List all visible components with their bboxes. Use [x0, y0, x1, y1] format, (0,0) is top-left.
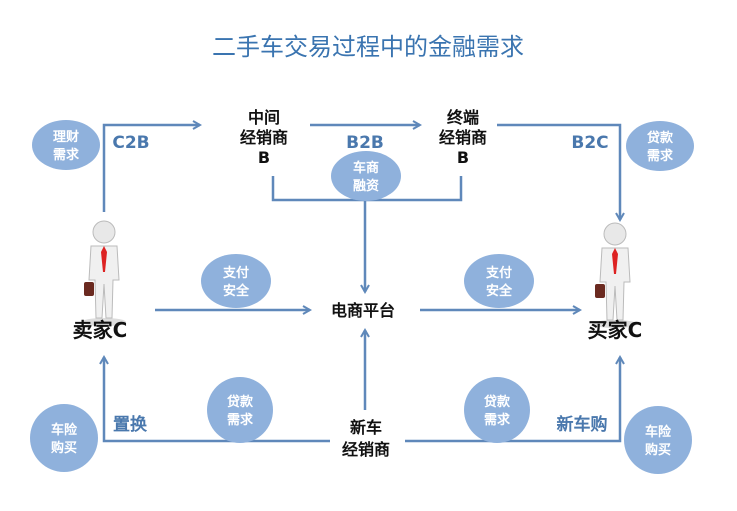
- svg-text:中间: 中间: [248, 108, 280, 127]
- svg-text:需求: 需求: [227, 412, 254, 428]
- svg-text:新车: 新车: [350, 418, 382, 437]
- b2c-arrow: [497, 123, 620, 220]
- pay-right-bubble: 支付 安全: [464, 254, 534, 308]
- svg-text:贷款: 贷款: [647, 130, 674, 146]
- new-buy-label: 新车购: [557, 414, 608, 435]
- new-dealer-node: 新车 经销商: [342, 418, 390, 459]
- wealth-bubble: 理财 需求: [32, 120, 100, 170]
- svg-text:需求: 需求: [53, 147, 80, 163]
- terminal-dealer-node: 终端 经销商 B: [439, 108, 487, 167]
- new-buy-arrow: [405, 357, 620, 443]
- svg-text:购买: 购买: [51, 440, 77, 456]
- swap-label: 置换: [113, 414, 148, 435]
- svg-text:理财: 理财: [53, 129, 79, 145]
- c2b-arrow: [102, 125, 200, 212]
- seller-node: 卖家C: [73, 318, 128, 342]
- svg-text:车险: 车险: [51, 422, 78, 438]
- buyer-person-icon: [592, 222, 638, 329]
- svg-text:支付: 支付: [485, 265, 512, 281]
- seller-person-icon: [81, 220, 127, 327]
- svg-text:终端: 终端: [447, 108, 479, 127]
- b2c-label: B2C: [571, 133, 608, 153]
- svg-text:车商: 车商: [353, 160, 379, 176]
- svg-text:安全: 安全: [486, 283, 513, 299]
- diagram-title: 二手车交易过程中的金融需求: [212, 33, 524, 61]
- svg-text:贷款: 贷款: [484, 394, 511, 410]
- loan-left-bubble: 贷款 需求: [207, 377, 273, 443]
- buyer-node: 买家C: [588, 318, 643, 342]
- loan-right-bubble: 贷款 需求: [464, 377, 530, 443]
- insurance-left-bubble: 车险 购买: [30, 404, 98, 472]
- svg-text:需求: 需求: [647, 148, 674, 164]
- svg-text:经销商: 经销商: [439, 128, 487, 147]
- swap-arrow: [104, 357, 330, 443]
- dealer-finance-bubble: 车商 融资: [331, 151, 401, 201]
- svg-text:经销商: 经销商: [342, 440, 390, 459]
- svg-text:支付: 支付: [222, 265, 249, 281]
- svg-text:安全: 安全: [223, 283, 250, 299]
- svg-text:B: B: [457, 148, 469, 167]
- svg-text:贷款: 贷款: [227, 394, 254, 410]
- loan-top-bubble: 贷款 需求: [626, 121, 694, 171]
- svg-text:经销商: 经销商: [240, 128, 288, 147]
- insurance-right-bubble: 车险 购买: [624, 406, 692, 474]
- svg-text:购买: 购买: [645, 442, 671, 458]
- svg-text:融资: 融资: [353, 178, 379, 194]
- svg-text:B: B: [258, 148, 270, 167]
- b2b-label: B2B: [346, 133, 384, 153]
- middle-dealer-node: 中间 经销商 B: [240, 108, 288, 167]
- c2b-label: C2B: [112, 133, 149, 153]
- svg-text:需求: 需求: [484, 412, 511, 428]
- platform-node: 电商平台: [331, 301, 395, 320]
- pay-left-bubble: 支付 安全: [201, 254, 271, 308]
- svg-text:车险: 车险: [645, 424, 672, 440]
